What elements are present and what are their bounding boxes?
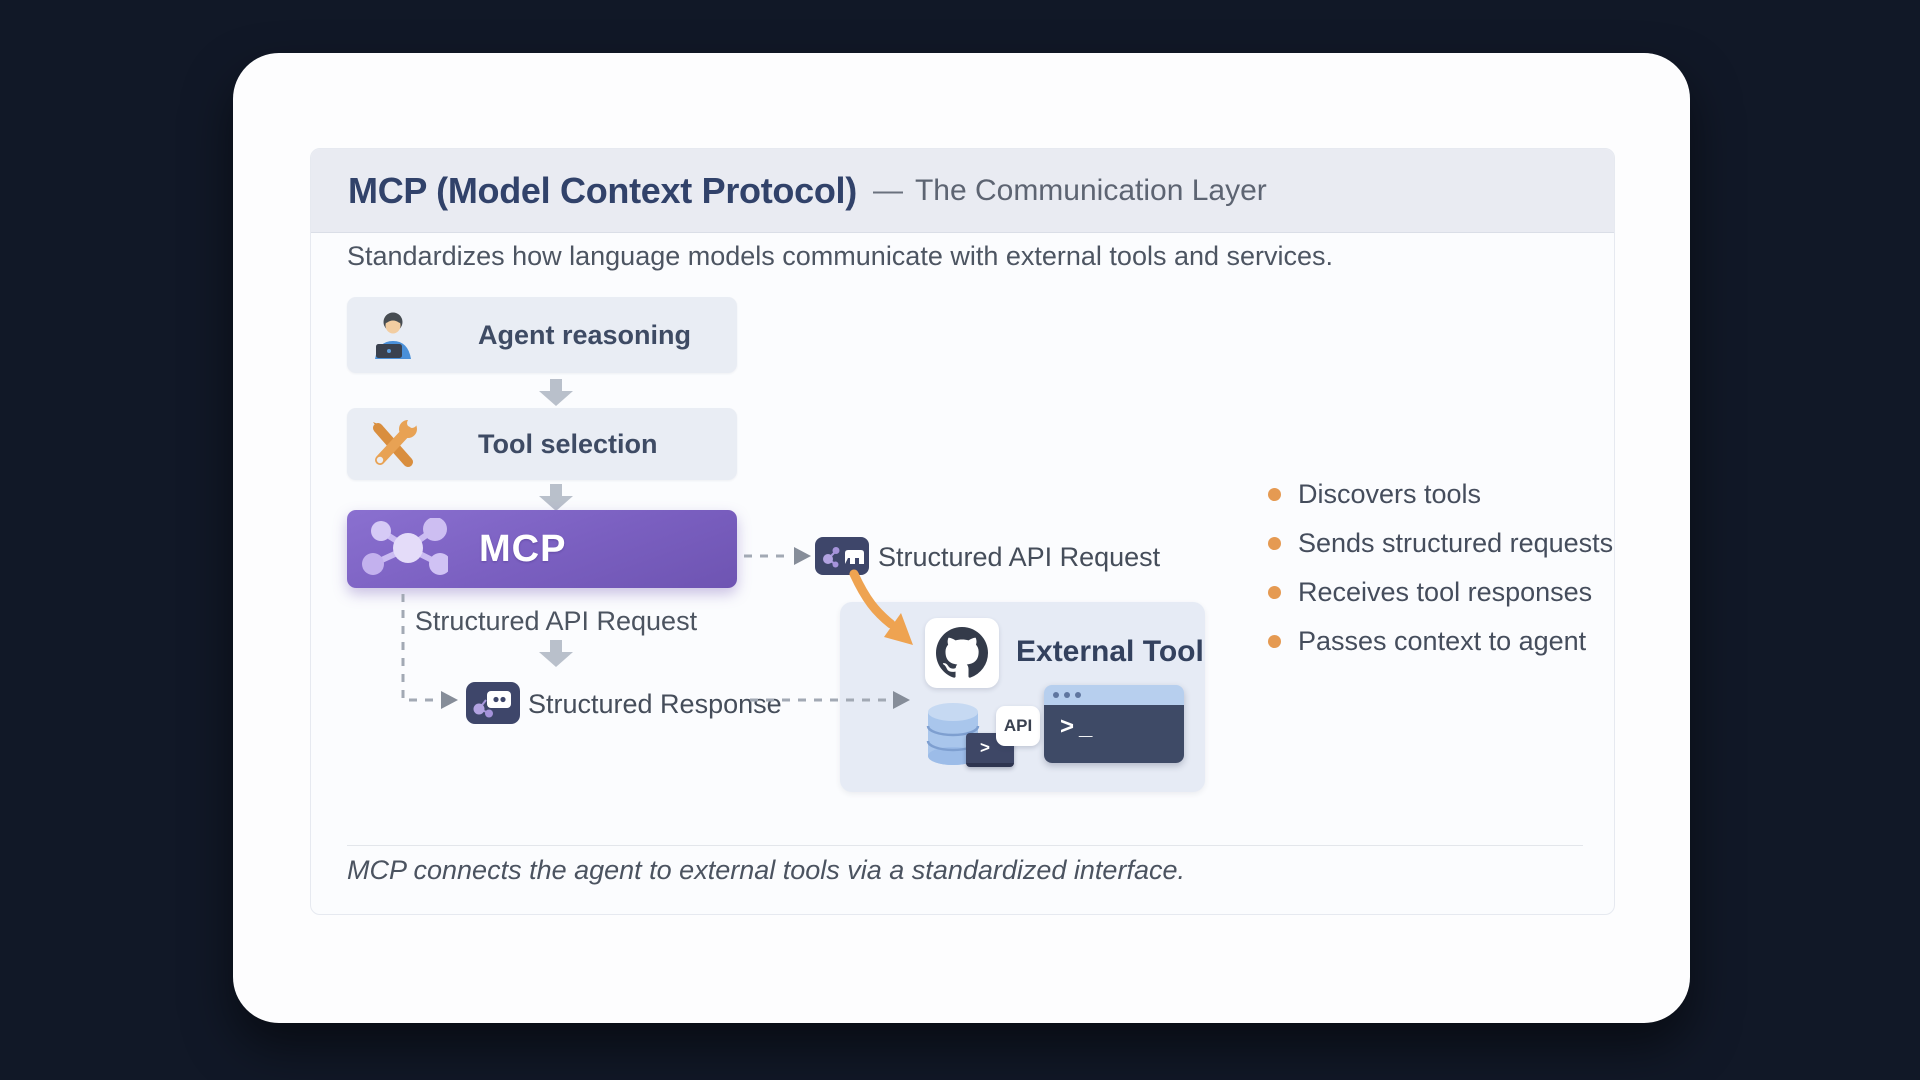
list-item: Passes context to agent bbox=[1268, 617, 1613, 666]
title-separator: — bbox=[872, 173, 903, 207]
capabilities-list: Discovers tools Sends structured request… bbox=[1268, 470, 1613, 666]
capability-text: Discovers tools bbox=[1298, 479, 1482, 509]
external-tool-box: External Tool > API >_ bbox=[840, 602, 1205, 792]
network-nodes-icon bbox=[347, 518, 457, 580]
capability-text: Passes context to agent bbox=[1298, 626, 1587, 656]
list-item: Sends structured requests bbox=[1268, 519, 1613, 568]
terminal-window-icon: >_ bbox=[1044, 685, 1184, 763]
description-text: Standardizes how language models communi… bbox=[347, 241, 1334, 271]
bullet-dot bbox=[1268, 537, 1281, 550]
footer-divider bbox=[347, 845, 1583, 846]
terminal-prompt: >_ bbox=[1060, 713, 1098, 740]
api-badge: API bbox=[996, 706, 1040, 746]
response-label: Structured Response bbox=[528, 689, 782, 719]
crossed-tools-icon bbox=[347, 418, 439, 470]
footer-note: MCP connects the agent to external tools… bbox=[347, 855, 1185, 885]
structured-request-icon bbox=[815, 537, 869, 575]
step-tool-selection: Tool selection bbox=[347, 408, 737, 480]
github-icon bbox=[936, 627, 988, 678]
mini-terminal-prompt: > bbox=[980, 738, 990, 757]
request-badge-label: Structured API Request bbox=[878, 542, 1161, 572]
step-label: Agent reasoning bbox=[478, 319, 692, 350]
list-item: Receives tool responses bbox=[1268, 568, 1613, 617]
bullet-dot bbox=[1268, 635, 1281, 648]
github-tile bbox=[925, 618, 999, 688]
down-arrow-icon bbox=[539, 640, 573, 667]
step-label: Tool selection bbox=[478, 428, 658, 459]
page-subtitle: The Communication Layer bbox=[914, 173, 1267, 207]
step-agent-reasoning: Agent reasoning bbox=[347, 297, 737, 373]
api-badge-label: API bbox=[1003, 716, 1033, 735]
down-arrow-icon bbox=[539, 379, 573, 406]
panel-header: MCP (Model Context Protocol) — The Commu… bbox=[311, 149, 1614, 233]
bullet-dot bbox=[1268, 488, 1281, 501]
capability-text: Sends structured requests bbox=[1298, 528, 1614, 558]
request-under-label: Structured API Request bbox=[414, 606, 698, 636]
down-arrow-icon bbox=[539, 484, 573, 511]
database-icon bbox=[926, 703, 980, 765]
step-mcp: MCP bbox=[347, 510, 737, 588]
list-item: Discovers tools bbox=[1268, 470, 1613, 519]
diagram-panel: MCP (Model Context Protocol) — The Commu… bbox=[310, 148, 1615, 915]
external-tool-label: External Tool bbox=[1016, 635, 1204, 668]
terminal-body: >_ bbox=[1044, 705, 1184, 763]
capability-text: Receives tool responses bbox=[1298, 577, 1593, 607]
bullet-dot bbox=[1268, 586, 1281, 599]
terminal-titlebar bbox=[1044, 685, 1184, 705]
person-laptop-icon bbox=[347, 311, 439, 359]
mcp-label: MCP bbox=[479, 527, 567, 570]
structured-response-icon bbox=[466, 682, 520, 724]
page-title: MCP (Model Context Protocol) bbox=[348, 169, 857, 211]
